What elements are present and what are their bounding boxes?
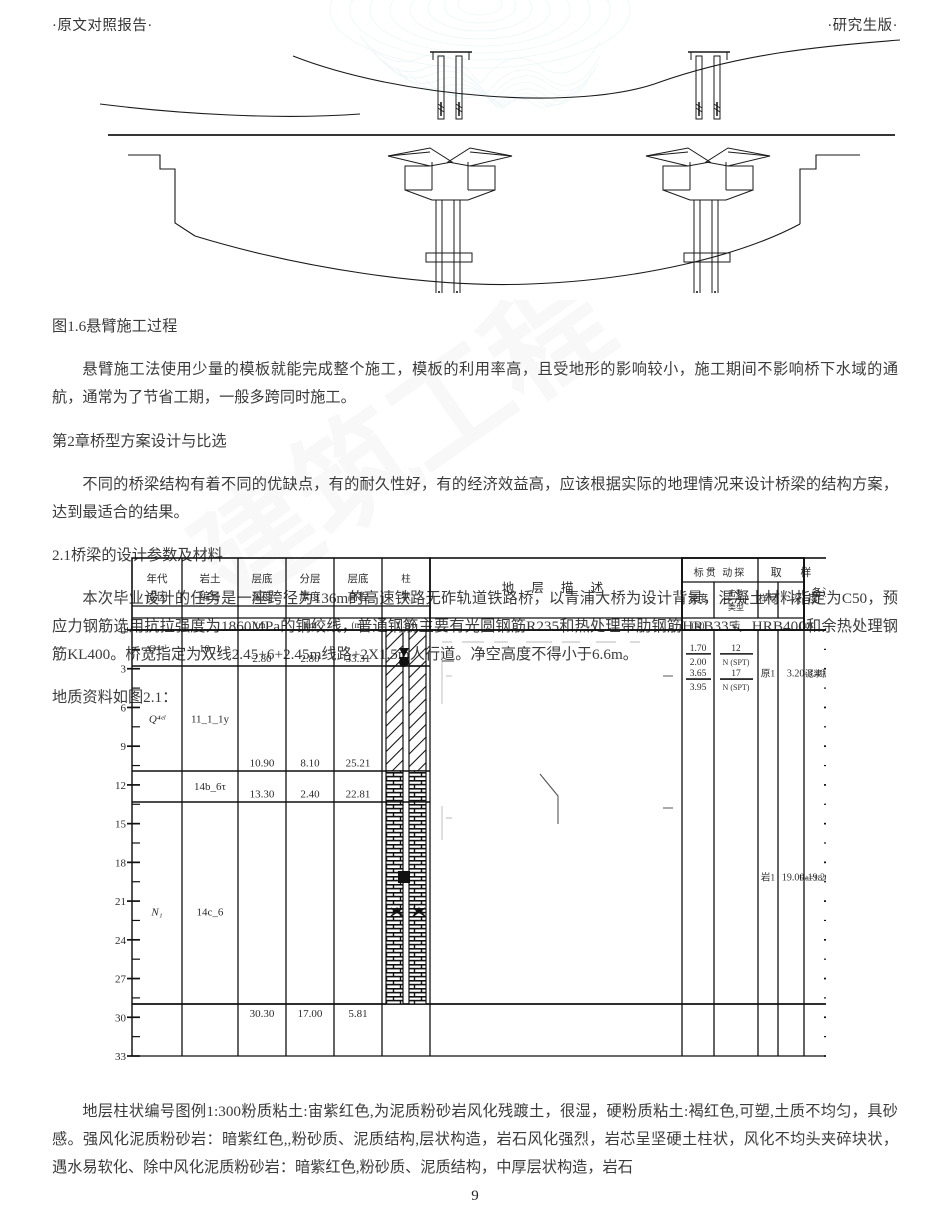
header-column-scale: 1:300 xyxy=(396,620,417,630)
cell-thickness: 2.80 xyxy=(300,653,320,665)
sample-no: 岩1 xyxy=(761,872,776,884)
header-bottom-elev-l2: 高程 xyxy=(348,590,369,603)
header-spt-depth: 深度 xyxy=(688,592,708,605)
spt-blows: 12 xyxy=(731,644,741,654)
cell-bottom-elev: 22.81 xyxy=(346,789,371,801)
header-bottom-depth-l1: 层底 xyxy=(252,572,273,585)
spt-depth-top: 1.70 xyxy=(690,644,707,654)
cell-thickness: 17.00 xyxy=(298,1008,323,1020)
header-bottom-depth-l2: 深度 xyxy=(252,590,273,603)
header-thickness-l1: 分层 xyxy=(300,573,321,585)
header-age-origin-l1: 年代 xyxy=(147,572,168,585)
spt-type: N (SPT) xyxy=(723,658,750,667)
cell-bottom-elev: 25.21 xyxy=(346,758,371,770)
lithology-column xyxy=(385,629,427,1005)
depth-tick-label: 30 xyxy=(115,1012,127,1024)
cell-bottom-depth: 10.90 xyxy=(250,758,275,770)
text-block-lower: 地层柱状编号图例1:300粉质粘土:宙紫红色,为泥质粉砂岩风化残踱土，很湿，硬粉… xyxy=(52,1083,898,1197)
cell-age-origin: N₁ xyxy=(150,906,162,918)
sample-depth: 19.00-19.20 xyxy=(782,873,826,884)
sample-no: 原1 xyxy=(761,669,776,680)
figure-caption: 图1.6悬臂施工过程 xyxy=(52,318,178,336)
description-faint-text xyxy=(441,641,640,840)
cell-layer-code: 10_1 xyxy=(199,643,221,655)
header-sample-no: 样号 xyxy=(758,593,777,605)
spt-depth-bottom: 2.00 xyxy=(690,658,707,668)
spt-depth-top: 3.65 xyxy=(690,669,707,679)
cell-layer-code: 14c_6 xyxy=(197,906,224,918)
column-symbols xyxy=(390,648,426,917)
cell-age-origin: Q⁴ᵃˡ xyxy=(148,643,166,655)
header-column-l1: 柱 xyxy=(401,573,411,585)
header-column-l2: 状 xyxy=(401,591,411,603)
header-spt-blows: 击数 xyxy=(728,588,744,598)
depth-tick-label: 33 xyxy=(115,1051,127,1063)
paragraph-bridge-structures: 不同的桥梁结构有着不同的优缺点，有的耐久性好，有的经济效益高，应该根据实际的地理… xyxy=(52,475,898,521)
header-spt-group: 标贯 动探 xyxy=(694,566,747,579)
cantilever-construction-diagram xyxy=(100,39,900,293)
paragraph-stratum-legend: 地层柱状编号图例1:300粉质粘土:宙紫红色,为泥质粉砂岩风化残踱土，很湿，硬粉… xyxy=(52,1103,898,1177)
heading-section-2-1: 2.1桥梁的设计参数及材料 xyxy=(52,546,223,564)
paragraph-cantilever-method: 悬臂施工法使用少量的模板就能完成整个施工，模板的利用率高，且受地形的影响较小，施… xyxy=(52,361,898,407)
heading-chapter-2: 第2章桥型方案设计与比选 xyxy=(52,432,227,450)
paragraph-geo-data-intro: 地质资料如图2.1： xyxy=(52,689,178,707)
spt-blows: 17 xyxy=(731,669,741,679)
header-thickness-unit: (m) xyxy=(304,620,317,630)
sample-remark: Ra=18.8MPa xyxy=(799,873,826,883)
spt-depth-bottom: 3.95 xyxy=(690,683,707,693)
cell-thickness: 2.40 xyxy=(300,789,320,801)
header-thickness-l2: 厚度 xyxy=(300,590,321,603)
header-spt-depth-unit: (m) xyxy=(692,620,705,630)
header-sample-group: 取 样 xyxy=(771,565,820,579)
sample-depth: 3.20-3.40 xyxy=(787,669,825,680)
header-spt-unit: 击 xyxy=(731,619,740,630)
depth-tick-label: 24 xyxy=(115,935,127,947)
depth-tick-label: 27 xyxy=(115,974,127,986)
cell-age-origin: Q⁴ᵉˡ xyxy=(149,713,166,725)
cell-layer-code: 14b_6τ xyxy=(194,781,227,793)
cell-bottom-depth: 13.30 xyxy=(250,789,275,801)
depth-tick-label: 6 xyxy=(121,702,127,714)
header-right-label: ·研究生版· xyxy=(827,18,898,34)
cell-layer-code: 11_1_1y xyxy=(191,713,230,725)
geological-borehole-log-table: 年代 成因 岩土 编号 层底 深度 (m) 分层 厚度 (m) 层底 高程 (m… xyxy=(115,557,827,1063)
header-sample-depth: 深 度 xyxy=(791,592,821,605)
header-sample-depth-unit: (m) xyxy=(800,620,813,630)
header-left-label: ·原文对照报告· xyxy=(52,18,153,34)
header-bottom-elev-l1: 层底 xyxy=(348,572,369,585)
sample-remark: 泥浆护壁 xyxy=(805,669,826,679)
header-description: 地 层 描 述 xyxy=(502,581,610,595)
header-age-origin-l2: 成因 xyxy=(147,591,168,603)
header-spt-type: 类型 xyxy=(728,602,744,612)
cell-bottom-depth: 30.30 xyxy=(250,1008,275,1020)
header-bottom-depth-unit: (m) xyxy=(256,620,269,630)
depth-tick-label: 18 xyxy=(115,857,127,869)
header-bottom-elev-unit: (m) xyxy=(352,620,365,630)
depth-tick-label: 15 xyxy=(115,819,127,831)
sample-leader-lines xyxy=(442,660,673,824)
page-number: 9 xyxy=(471,1188,479,1204)
cell-bottom-elev: 33.31 xyxy=(346,653,371,665)
spt-type: N (SPT) xyxy=(723,683,750,692)
depth-tick-label: 21 xyxy=(115,896,126,908)
depth-tick-label: 12 xyxy=(115,780,126,792)
depth-tick-label: 3 xyxy=(121,664,127,676)
header-layer-code-l2: 编号 xyxy=(200,590,221,603)
cell-bottom-elev: 5.81 xyxy=(348,1008,367,1020)
header-layer-code-l1: 岩土 xyxy=(200,572,221,585)
depth-tick-label: 0 xyxy=(121,625,127,637)
depth-axis-left: 0 3 6 9 12 15 18 21 24 27 30 33 xyxy=(115,625,140,1063)
cell-bottom-depth: 2.80 xyxy=(252,653,272,665)
depth-tick-label: 9 xyxy=(121,741,127,753)
page-header: ·原文对照报告· ·研究生版· xyxy=(0,14,950,38)
cell-thickness: 8.10 xyxy=(300,758,320,770)
header-remarks: 备注 xyxy=(812,586,827,599)
